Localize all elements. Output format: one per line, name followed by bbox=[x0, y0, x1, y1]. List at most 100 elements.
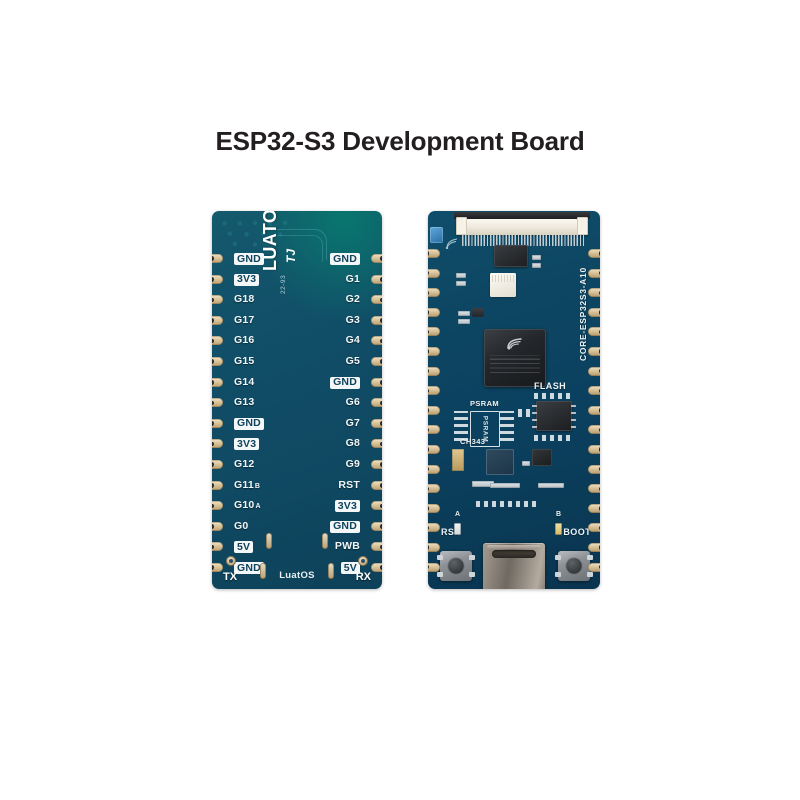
castellated-pad bbox=[588, 464, 600, 474]
fpc-ear bbox=[456, 217, 467, 235]
castellated-pad bbox=[428, 288, 440, 298]
status-led-a bbox=[454, 523, 461, 535]
pin-label-g3-3: G3 bbox=[345, 313, 360, 326]
pin-label-g7-8: G7 bbox=[345, 416, 360, 429]
pcb-trace bbox=[264, 229, 327, 260]
castellated-pad bbox=[588, 543, 600, 552]
smd-passive bbox=[472, 308, 484, 317]
smd-passive bbox=[458, 319, 470, 324]
slot-pad bbox=[260, 563, 266, 579]
pin-label-rst-11: RST bbox=[338, 478, 360, 491]
silkscreen-revision: 22-93 bbox=[280, 274, 287, 294]
fpc-connector[interactable] bbox=[456, 217, 588, 235]
blue-component bbox=[430, 227, 443, 243]
pin-label-gnd-15: GND bbox=[234, 562, 264, 574]
pin-label-g11-11: G11B bbox=[234, 478, 261, 491]
silkscreen-flash-label: FLASH bbox=[534, 381, 566, 391]
pcb-front-side: PSRAM CORE-ESP32S3-A10 PSRAM FLASH CH343… bbox=[428, 211, 600, 589]
boot-button[interactable] bbox=[555, 551, 593, 581]
castellated-pad bbox=[588, 445, 600, 454]
castellated-pad bbox=[428, 445, 440, 454]
castellated-pad bbox=[371, 439, 382, 449]
castellated-pad bbox=[588, 307, 600, 317]
pin-label-gnd-0: GND bbox=[330, 253, 360, 265]
pin-label-g18-2: G18 bbox=[234, 293, 255, 306]
silkscreen-tx-label: TX bbox=[223, 571, 238, 583]
castellated-pad bbox=[428, 386, 440, 396]
castellated-pad bbox=[588, 268, 600, 278]
resistor-array bbox=[454, 411, 468, 441]
castellated-pad bbox=[428, 307, 440, 317]
pin-label-gnd-6: GND bbox=[330, 376, 360, 389]
castellated-pad bbox=[371, 398, 382, 408]
castellated-pad bbox=[428, 464, 440, 474]
smd-passive bbox=[532, 263, 541, 268]
capacitor-pair bbox=[518, 409, 532, 417]
castellated-pad bbox=[428, 405, 440, 415]
castellated-pad bbox=[371, 521, 382, 531]
pin-label-g12-10: G12 bbox=[234, 458, 255, 470]
smd-passive bbox=[538, 483, 564, 488]
smd-passive bbox=[456, 281, 466, 286]
fpc-lock-lever[interactable] bbox=[454, 212, 590, 219]
castellated-pad bbox=[371, 336, 382, 346]
castellated-pad bbox=[212, 439, 223, 449]
qfn-chip bbox=[486, 449, 514, 475]
soic-chip bbox=[494, 245, 528, 267]
esp32s3-module bbox=[482, 327, 548, 389]
psram-footprint-outline: PSRAM bbox=[470, 411, 500, 447]
castellated-pad bbox=[212, 295, 223, 305]
castellated-pad bbox=[212, 336, 223, 346]
castellated-pad bbox=[212, 563, 223, 572]
castellated-pad bbox=[212, 521, 223, 531]
silkscreen-rx-label: RX bbox=[355, 571, 371, 583]
pin-label-5v-15: 5V bbox=[340, 562, 360, 574]
pin-label-g2-2: G2 bbox=[345, 293, 360, 306]
usb-c-connector[interactable] bbox=[483, 543, 545, 589]
silkscreen-boot-label: BOOT bbox=[563, 527, 591, 537]
castellated-pad bbox=[212, 254, 223, 263]
smd-passive bbox=[532, 255, 541, 260]
castellated-pad bbox=[212, 315, 223, 325]
espressif-logo-icon bbox=[507, 338, 522, 350]
castellated-pad bbox=[588, 249, 600, 258]
smd-passive bbox=[456, 273, 466, 278]
silkscreen-psram-label: PSRAM bbox=[470, 399, 500, 408]
silkscreen-rst-label: RST bbox=[441, 527, 461, 537]
pin-label-g1-1: G1 bbox=[345, 272, 360, 285]
slot-pad bbox=[328, 563, 334, 579]
fpc-ear bbox=[577, 217, 588, 235]
castellated-pad bbox=[371, 357, 382, 366]
pin-label-subscript: B bbox=[254, 482, 261, 490]
reset-button[interactable] bbox=[437, 551, 475, 581]
resistor-array bbox=[534, 393, 570, 399]
castellated-pad bbox=[588, 484, 600, 494]
silkscreen-os-label: LuatOS bbox=[279, 570, 315, 581]
pin-label-3v3-1: 3V3 bbox=[234, 273, 260, 286]
castellated-pad bbox=[428, 503, 440, 513]
castellated-pad bbox=[212, 377, 223, 387]
page-title: ESP32-S3 Development Board bbox=[215, 126, 585, 156]
castellated-pad bbox=[428, 425, 440, 435]
resistor-array bbox=[500, 411, 514, 441]
castellated-pad bbox=[588, 327, 600, 337]
pin-label-g10-12: G10A bbox=[234, 499, 261, 512]
castellated-pad bbox=[428, 484, 440, 494]
castellated-pad bbox=[212, 357, 223, 366]
resistor-array bbox=[534, 435, 570, 441]
pin-label-g15-5: G15 bbox=[234, 355, 255, 367]
pin-label-gnd-0: GND bbox=[234, 253, 264, 265]
slot-pad bbox=[322, 533, 328, 549]
silkscreen-led-a-label: A bbox=[455, 511, 461, 518]
pin-label-g13-7: G13 bbox=[234, 396, 255, 409]
castellated-pad bbox=[588, 386, 600, 396]
pin-label-g14-6: G14 bbox=[234, 375, 255, 388]
castellated-pad bbox=[371, 480, 382, 490]
pin-label-5v-14: 5V bbox=[234, 541, 254, 554]
castellated-pad bbox=[428, 366, 440, 376]
castellated-pad bbox=[588, 523, 600, 533]
pcb-via-field bbox=[218, 216, 302, 250]
pin-label-3v3-9: 3V3 bbox=[234, 438, 260, 451]
pin-label-gnd-8: GND bbox=[234, 417, 264, 430]
